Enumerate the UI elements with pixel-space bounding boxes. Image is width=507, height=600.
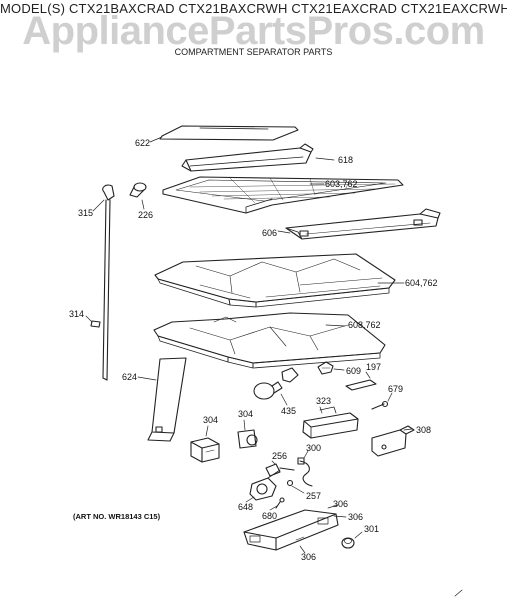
callout-306-bottom: 306 (301, 552, 316, 562)
callout-679: 679 (388, 384, 403, 394)
callout-226: 226 (138, 210, 153, 220)
model-list: MODEL(S) CTX21BAXCRAD CTX21BAXCRWH CTX21… (0, 1, 507, 16)
callout-304-block: 304 (203, 415, 218, 425)
part-323-housing[interactable] (302, 406, 359, 439)
part-603-shelf[interactable] (162, 176, 404, 214)
callout-604-762: 604,762 (405, 278, 438, 288)
part-257-screw[interactable] (286, 479, 294, 487)
header: AppliancePartsPros.com MODEL(S) CTX21BAX… (0, 0, 507, 70)
callout-622: 622 (135, 138, 150, 148)
callout-308: 308 (416, 425, 431, 435)
callout-609: 609 (346, 366, 361, 376)
part-301-knob[interactable] (341, 537, 355, 549)
part-622-cover[interactable] (159, 125, 299, 141)
callout-648: 648 (238, 502, 253, 512)
callout-256: 256 (272, 451, 287, 461)
callout-306-top: 306 (333, 499, 348, 509)
part-624-divider[interactable] (147, 357, 187, 442)
diagram-subtitle: COMPARTMENT SEPARATOR PARTS (174, 47, 333, 57)
callout-314: 314 (69, 309, 84, 319)
callout-608-762: 608,762 (348, 320, 381, 330)
callout-306-right: 306 (348, 512, 363, 522)
callout-603-762: 603,762 (325, 179, 358, 189)
part-609[interactable] (317, 361, 334, 375)
part-680-screw[interactable] (275, 497, 285, 509)
part-606-channel[interactable] (285, 208, 441, 240)
part-314-clip[interactable] (90, 320, 101, 328)
part-618-bracket[interactable] (181, 143, 314, 172)
part-256-connector[interactable] (265, 463, 295, 477)
callout-315: 315 (78, 208, 93, 218)
art-number: (ART NO. WR18143 C15) (73, 512, 161, 521)
part-308-bracket[interactable] (371, 425, 415, 457)
callout-624: 624 (122, 372, 137, 382)
part-197[interactable] (345, 379, 377, 391)
part-604-pan[interactable] (154, 253, 396, 308)
part-608-pan[interactable] (153, 312, 386, 369)
part-304-switch[interactable] (237, 429, 258, 449)
callout-197: 197 (366, 362, 381, 372)
part-648-motor[interactable] (249, 469, 281, 501)
callout-301: 301 (364, 524, 379, 534)
callout-618: 618 (338, 155, 353, 165)
part-226[interactable] (129, 182, 147, 198)
part-435-bulb[interactable] (253, 367, 299, 400)
callout-435: 435 (281, 406, 296, 416)
part-304-block[interactable] (190, 437, 220, 463)
callout-606: 606 (262, 228, 277, 238)
callout-257: 257 (306, 491, 321, 501)
part-679[interactable] (371, 400, 389, 410)
callout-680: 680 (262, 511, 277, 521)
part-300-harness[interactable] (297, 457, 313, 487)
callout-304-switch: 304 (238, 409, 253, 419)
part-306-housing[interactable] (243, 509, 339, 551)
watermark: AppliancePartsPros.com (22, 9, 485, 53)
callout-300: 300 (306, 443, 321, 453)
callout-323: 323 (316, 396, 331, 406)
part-315-rod[interactable] (102, 184, 115, 381)
